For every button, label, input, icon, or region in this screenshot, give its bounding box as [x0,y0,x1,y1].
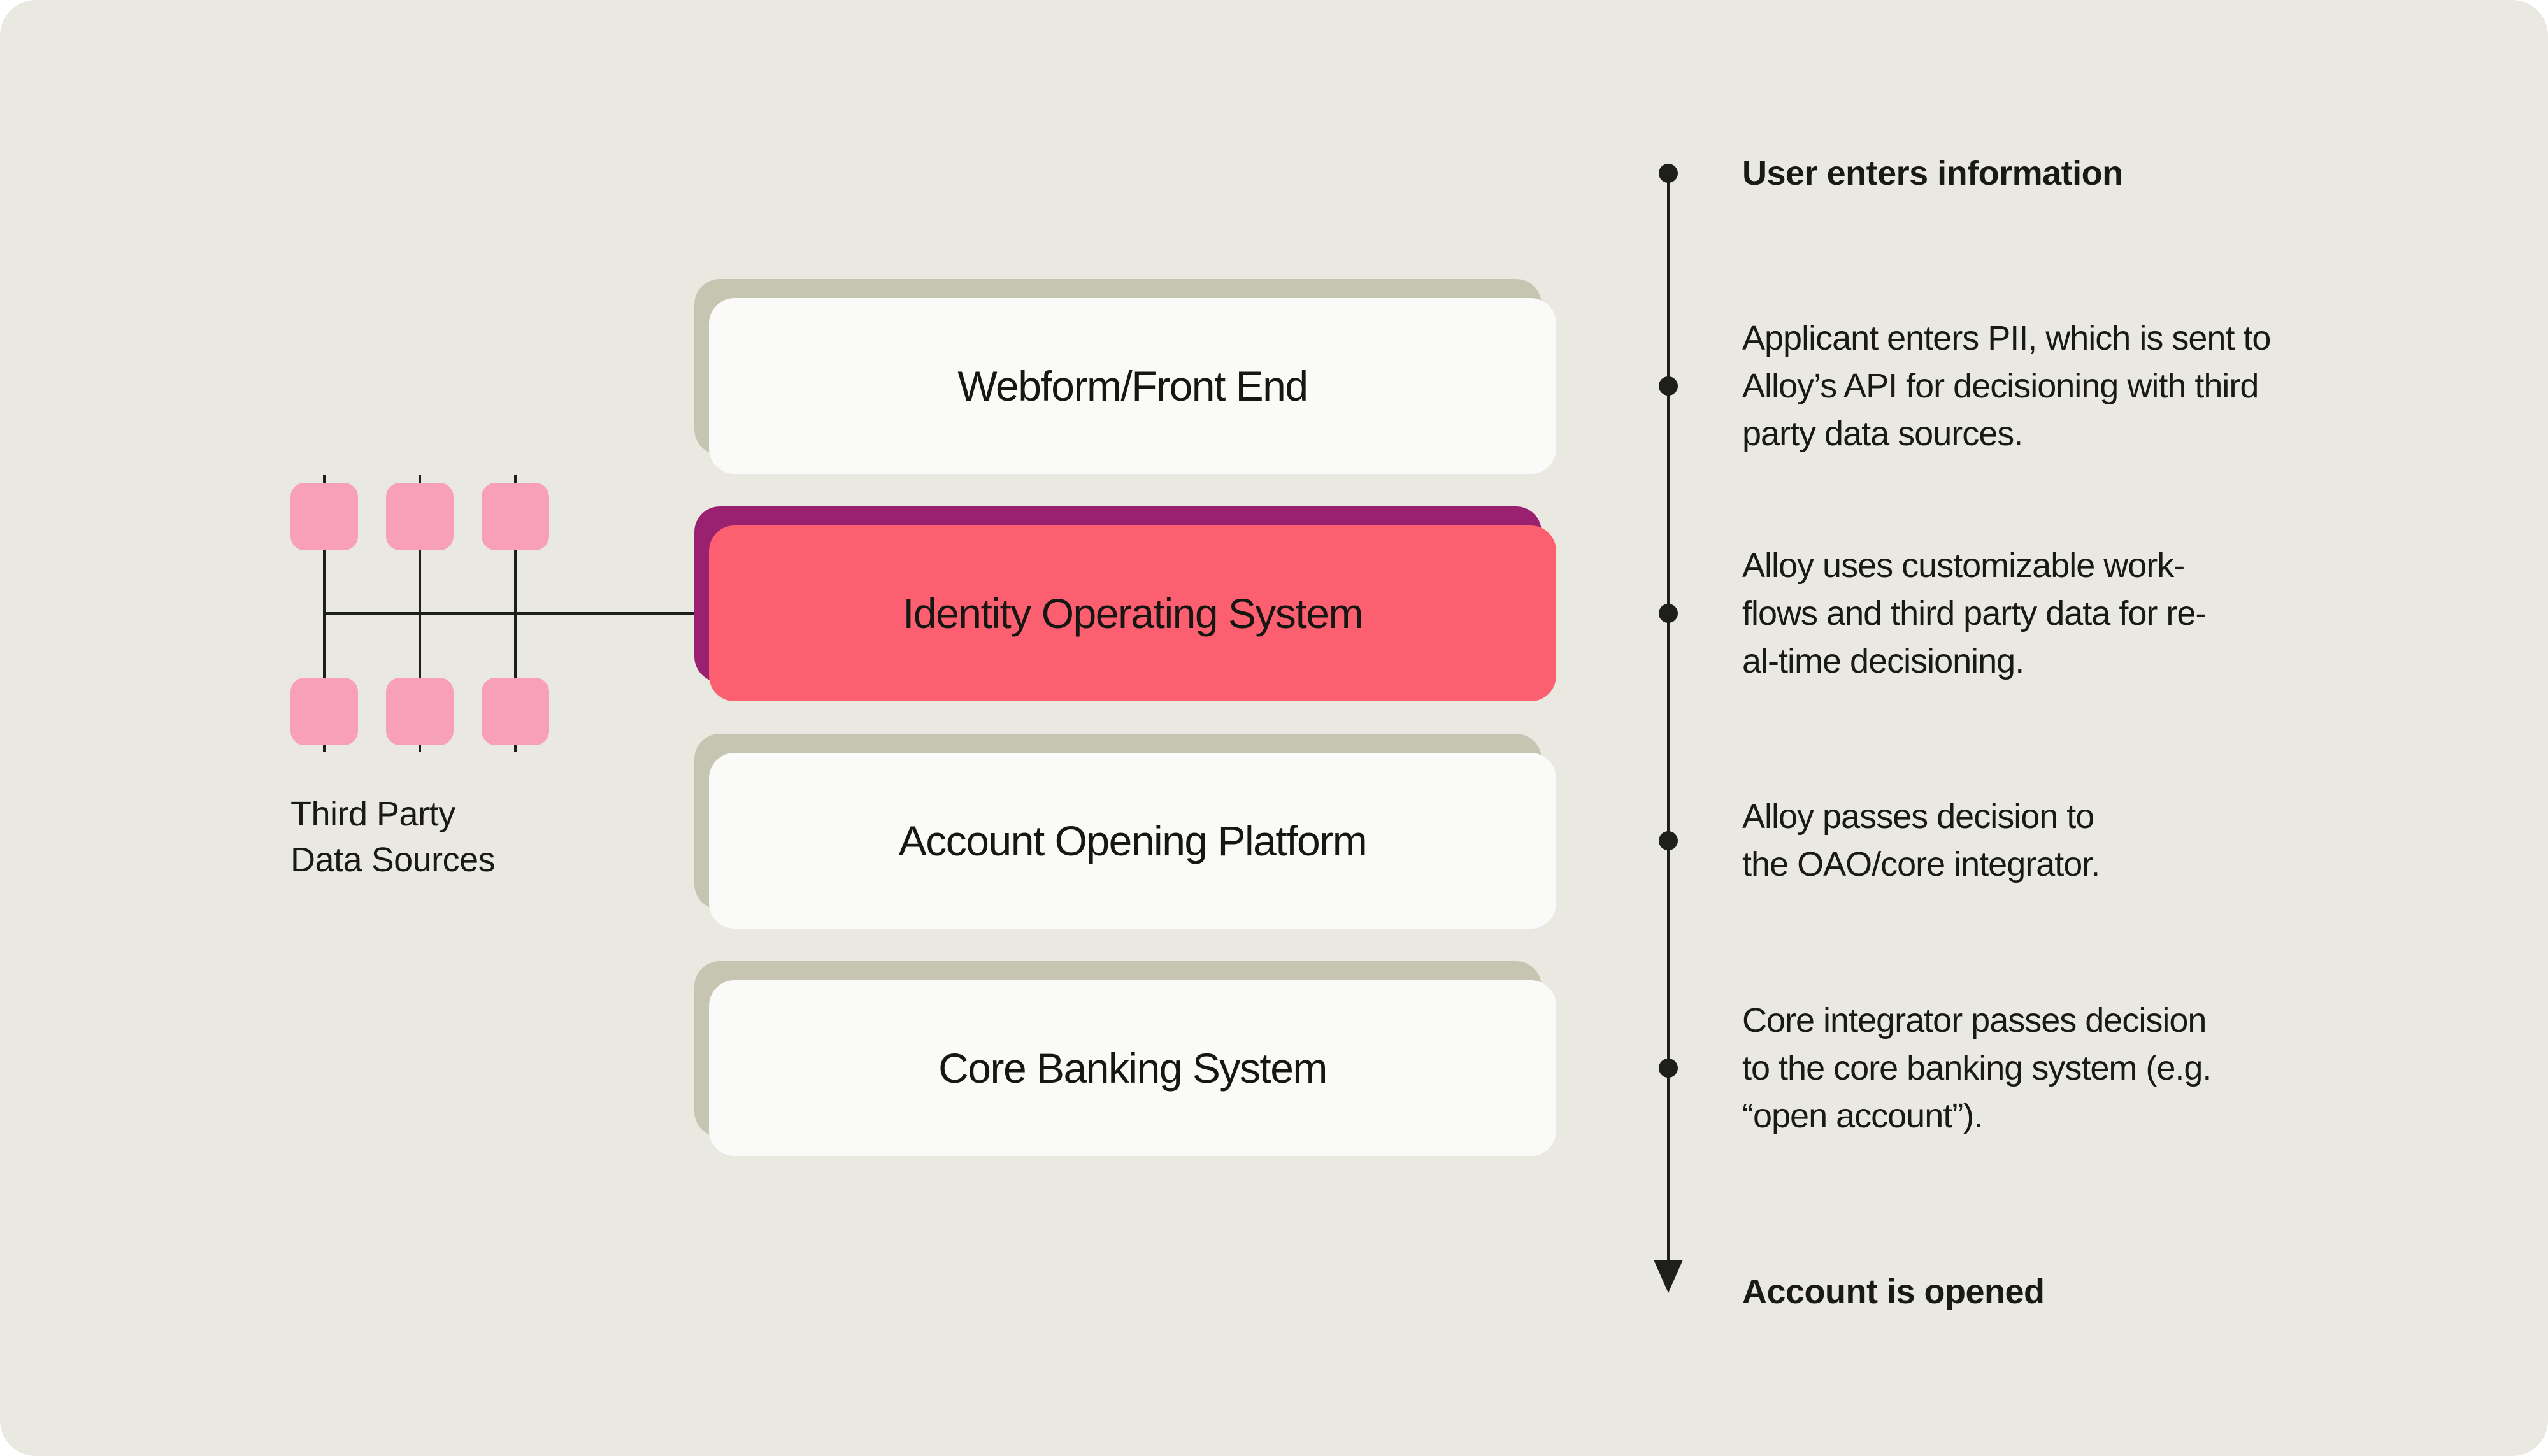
timeline-dot [1659,164,1678,183]
data-source-node [386,483,454,550]
third-party-data-sources-label: Third Party Data Sources [290,795,496,879]
flow-box-webform-front-end: Webform/Front End [694,279,1556,474]
data-source-node [290,483,358,550]
connector-bus-line [324,612,709,615]
flow-box-label: Account Opening Platform [709,753,1556,929]
timeline-step-account-is-opened: Account is opened [1742,1273,2045,1311]
timeline-dot [1659,376,1678,396]
data-source-node [482,678,549,745]
timeline-dot [1659,831,1678,850]
timeline-step-applicant-enters-pii: Applicant enters PII, which is sent to A… [1742,319,2271,453]
data-source-node [386,678,454,745]
data-source-node [482,483,549,550]
timeline-step-alloy-passes-decision: Alloy passes decision to the OAO/core in… [1742,797,2100,883]
data-source-node [290,678,358,745]
flow-box-label: Webform/Front End [709,298,1556,474]
flow-box-identity-operating-system: Identity Operating System [694,506,1556,701]
timeline-step-alloy-workflows: Alloy uses customizable work- flows and … [1742,546,2207,680]
arrow-down-icon [1654,1260,1683,1293]
timeline-step-core-integrator-passes: Core integrator passes decision to the c… [1742,1001,2212,1135]
flow-box-core-banking-system: Core Banking System [694,961,1556,1156]
flow-box-label: Identity Operating System [709,525,1556,701]
timeline-line [1667,173,1670,1261]
flow-box-label: Core Banking System [709,980,1556,1156]
timeline-dot [1659,1059,1678,1078]
timeline-dot [1659,604,1678,623]
flow-box-account-opening-platform: Account Opening Platform [694,734,1556,929]
timeline-step-user-enters-information: User enters information [1742,154,2123,192]
